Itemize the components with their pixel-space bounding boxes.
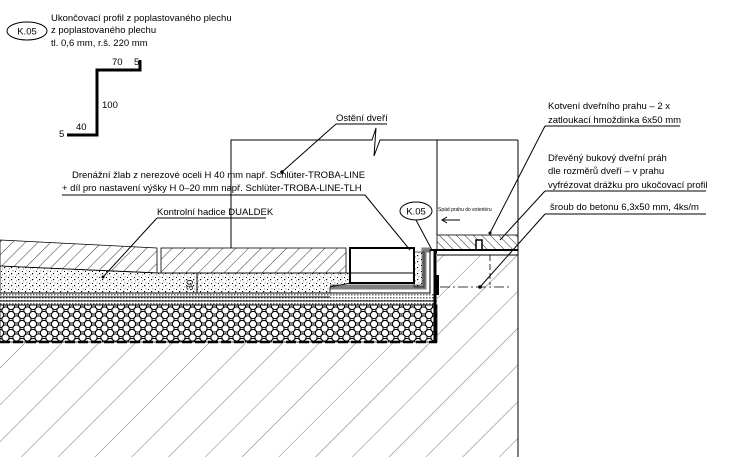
svg-text:tl. 0,6 mm, r.š. 220 mm: tl. 0,6 mm, r.š. 220 mm [51, 38, 148, 49]
label-control-hose: Kontrolní hadice DUALDEK [157, 207, 274, 218]
floor-tiles [0, 239, 347, 274]
annotations: Ostění dveří Drenážní žlab z nerezové oc… [62, 101, 707, 289]
label-screw: šroub do betonu 6,3x50 mm, 4ks/m [550, 202, 699, 213]
label-threshold-line2: dle rozměrů dveří – v prahu [548, 166, 664, 177]
svg-text:100: 100 [102, 100, 118, 111]
svg-text:z poplastovaného plechu: z poplastovaného plechu [51, 25, 156, 36]
dimension-30: 30 [185, 280, 196, 291]
svg-text:K.05: K.05 [17, 27, 37, 38]
door-jamb-outline [230, 127, 518, 248]
drain-channel [349, 247, 415, 284]
label-threshold-line3: vyfrézovat drážku pro ukočovací profil [548, 180, 707, 191]
detail-tag: K.05 [406, 207, 426, 218]
end-profile [475, 239, 483, 251]
label-threshold-line1: Dřevěný bukový dveřní práh [548, 153, 667, 164]
svg-text:5: 5 [134, 57, 139, 68]
svg-text:70: 70 [112, 57, 123, 68]
svg-text:40: 40 [76, 122, 87, 133]
label-anchoring-line2: zatloukací hmoždinka 6x50 mm [548, 115, 681, 126]
drainage-layer [0, 304, 438, 343]
concrete-base [0, 140, 519, 457]
profile-tag-ellipse [6, 21, 48, 41]
label-drain-line2: + díl pro nastavení výšky H 0–20 mm např… [62, 183, 362, 194]
label-anchoring-line1: Kotvení dveřního prahu – 2 x [548, 101, 670, 112]
label-door-jamb: Ostění dveří [336, 113, 388, 124]
label-drain-line1: Drenážní žlab z nerezové oceli H 40 mm n… [72, 170, 365, 181]
label-slope: Spád prahu do exteriéru [438, 207, 492, 213]
svg-text:5: 5 [59, 129, 64, 140]
svg-text:Ukončovací profil z poplastova: Ukončovací profil z poplastovaného plech… [51, 13, 232, 24]
profile-k05-sketch: K.05 Ukončovací profil z poplastovaného … [6, 13, 232, 140]
